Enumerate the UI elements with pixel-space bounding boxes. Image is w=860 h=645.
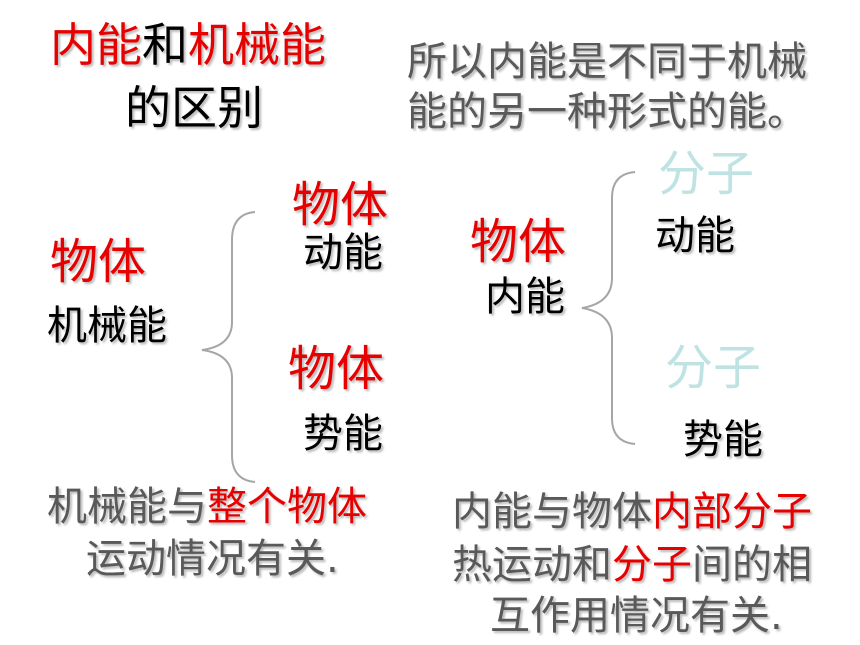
- title-mechanical-energy: 机械能: [188, 18, 326, 72]
- footer-right-molecule: 分子: [612, 542, 692, 588]
- note-line2: 能的另一种形式的能。: [407, 89, 807, 135]
- footer-right-line3: 互作用情况有关.: [490, 593, 783, 639]
- footer-right-line1: 内能与物体内部分子: [452, 492, 812, 532]
- mechanical-kinetic: 动能: [303, 230, 383, 276]
- mechanical-brace: [201, 211, 256, 483]
- footer-right-inner-molecules: 内部分子: [652, 489, 812, 535]
- footer-right-part1: 内能与物体: [452, 489, 652, 535]
- title-line2: 的区别: [125, 81, 263, 135]
- footer-left-whole-object: 整个物体: [207, 484, 367, 530]
- mechanical-potential: 势能: [303, 411, 383, 457]
- internal-brace: [581, 171, 636, 445]
- mechanical-label: 机械能: [47, 303, 167, 349]
- page-title: 内能和机械能: [50, 22, 326, 68]
- footer-right-line2: 热运动和分子间的相: [452, 545, 812, 585]
- note-line1: 所以内能是不同于机械: [407, 39, 807, 85]
- mechanical-kinetic-object: 物体: [292, 177, 389, 233]
- internal-kinetic-molecule: 分子: [658, 146, 755, 202]
- title-internal-energy: 内能: [50, 18, 142, 72]
- internal-label: 内能: [485, 274, 565, 320]
- internal-potential-molecule: 分子: [665, 340, 762, 396]
- footer-right-part3: 热运动和: [452, 542, 612, 588]
- footer-right-part5: 间的相: [692, 542, 812, 588]
- internal-potential: 势能: [683, 417, 763, 463]
- mechanical-potential-object: 物体: [288, 341, 385, 397]
- mechanical-object: 物体: [50, 234, 147, 290]
- footer-left-line2: 运动情况有关.: [86, 536, 339, 582]
- footer-left-line1: 机械能与整个物体: [47, 487, 367, 527]
- footer-left-part1: 机械能与: [47, 484, 207, 530]
- internal-object: 物体: [470, 214, 567, 270]
- internal-kinetic: 动能: [655, 213, 735, 259]
- title-and: 和: [142, 18, 188, 72]
